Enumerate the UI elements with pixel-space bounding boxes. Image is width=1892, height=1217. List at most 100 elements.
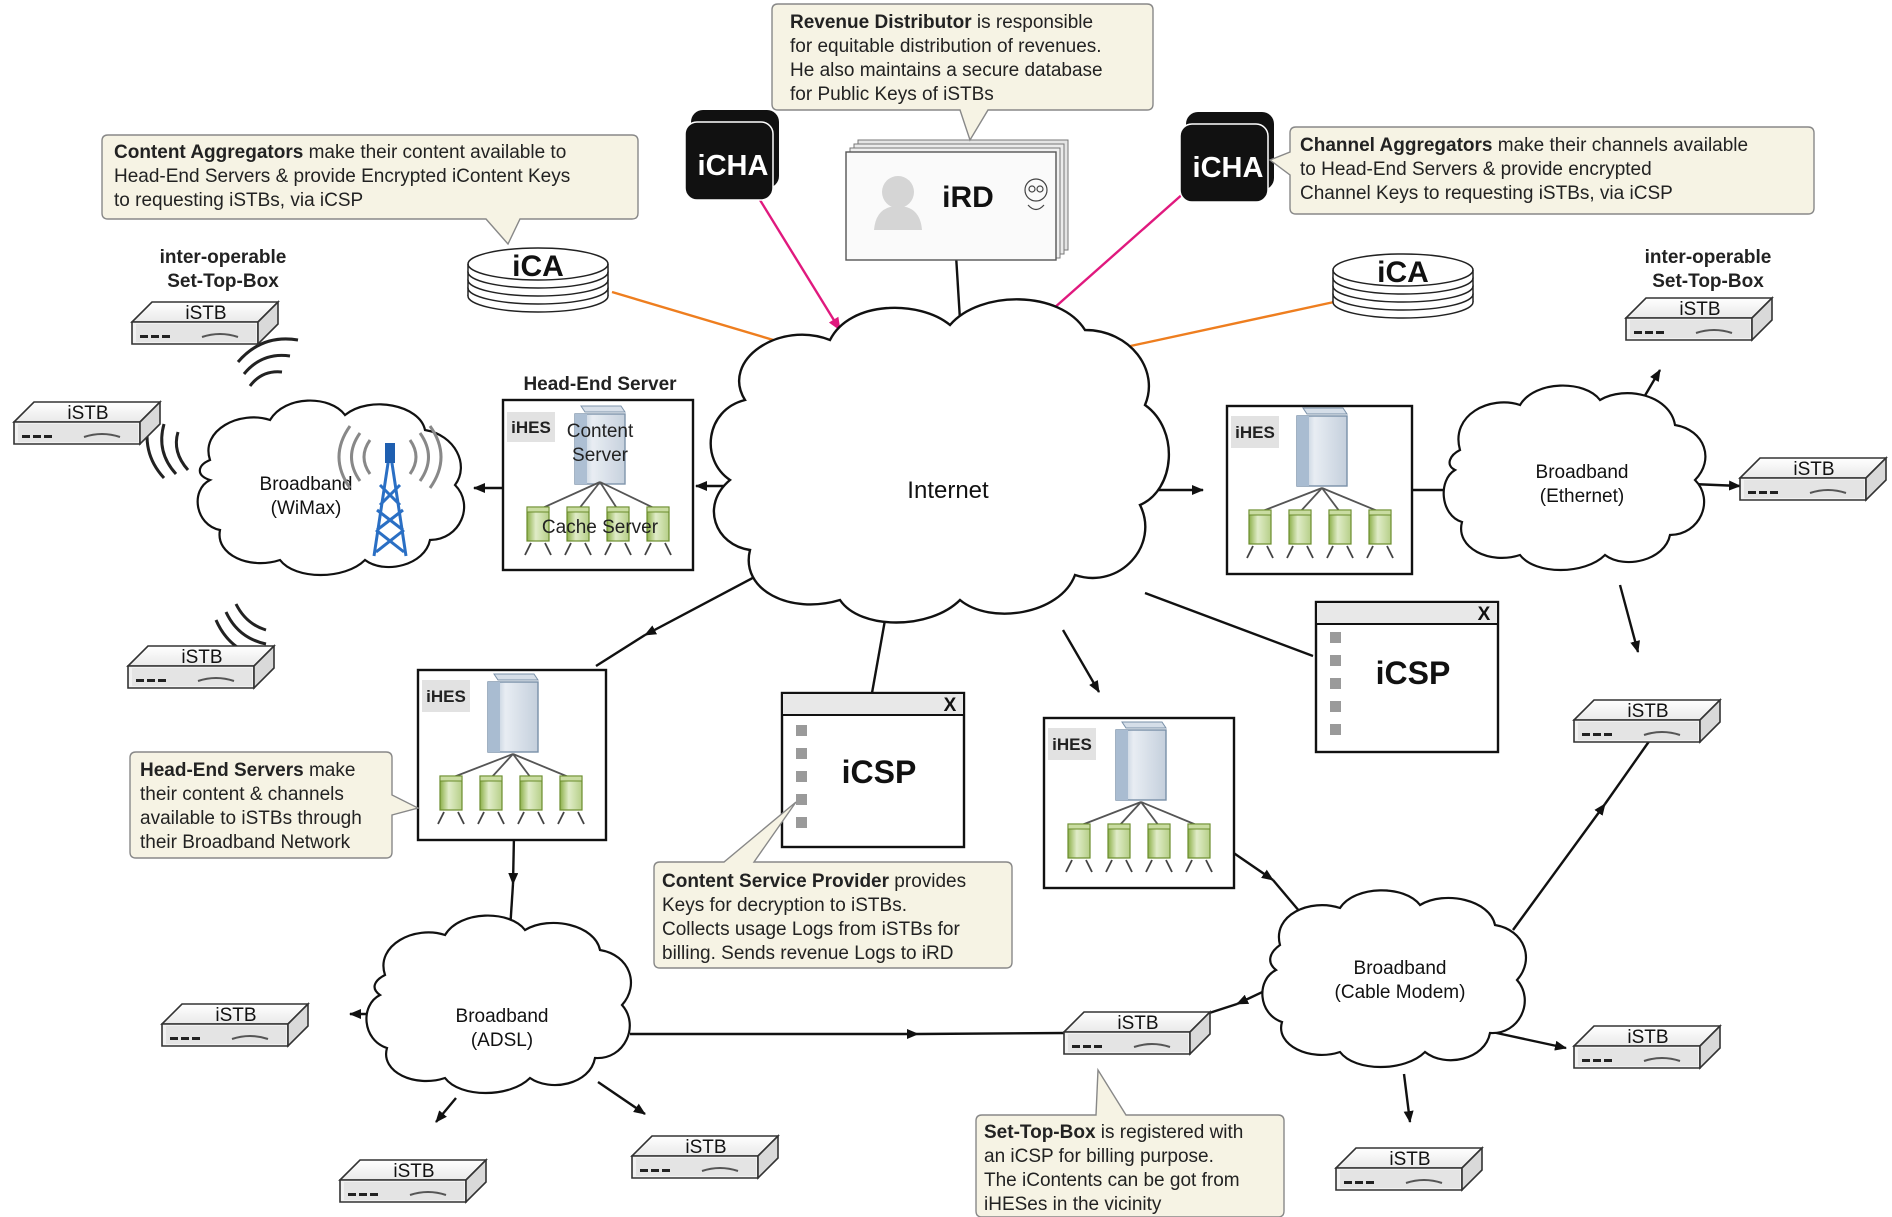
istb-label: iSTB (181, 647, 222, 668)
revenue-distributor-line4: for Public Keys of iSTBs (790, 84, 994, 105)
istb-label: iSTB (1627, 701, 1668, 722)
hes-bottom-right-label: iHES (1052, 735, 1092, 754)
channel-aggregators-title: Channel Aggregators (1300, 135, 1493, 156)
head-end-servers-line2: their content & channels (140, 784, 344, 805)
ird-label: iRD (942, 181, 994, 214)
content-service-provider-line1: provides (889, 871, 966, 892)
channel-aggregators-line1: make their channels available (1493, 135, 1749, 156)
wimax-label-line2: (WiMax) (271, 498, 342, 519)
istb-device: iSTB (161, 1003, 309, 1047)
content-service-provider-line4: billing. Sends revenue Logs to iRD (662, 943, 954, 964)
set-top-box-line4: iHESes in the vicinity (984, 1194, 1162, 1215)
hes-left-label: iHES (511, 418, 551, 437)
cable-label-line2: (Cable Modem) (1335, 982, 1466, 1003)
content-service-provider-line2: Keys for decryption to iSTBs. (662, 895, 907, 916)
icha-left: iCHA (684, 109, 780, 201)
istb-device: iSTB (1625, 297, 1773, 341)
head-end-servers-line1: make (304, 760, 356, 781)
icsp-window-middle[interactable]: X iCSP (780, 691, 966, 849)
istb-device: iSTB (131, 301, 279, 345)
istb-device: iSTB (127, 645, 275, 689)
callout-head-end-servers: Head-End Servers make their content & ch… (129, 751, 420, 859)
hes-right-label: iHES (1235, 423, 1275, 442)
channel-aggregators-line3: Channel Keys to requesting iSTBs, via iC… (1300, 183, 1673, 204)
cable-modem-cloud: Broadband (Cable Modem) (1261, 889, 1527, 1068)
svg-text:Content Aggregators make their: Content Aggregators make their content a… (114, 142, 566, 163)
istb-device: iSTB (1335, 1147, 1483, 1191)
content-aggregators-line3: to requesting iSTBs, via iCSP (114, 190, 363, 211)
content-server-label-line1: Content (567, 421, 634, 442)
revenue-distributor-line2: for equitable distribution of revenues. (790, 36, 1102, 57)
svg-text:Revenue Distributor is respons: Revenue Distributor is responsible (790, 12, 1093, 33)
content-aggregators-title: Content Aggregators (114, 142, 303, 163)
cable-label-line1: Broadband (1354, 958, 1447, 979)
wimax-label-line1: Broadband (260, 474, 353, 495)
istb-label: iSTB (215, 1005, 256, 1026)
ica-left: iCA (467, 247, 609, 313)
hes-bottom-right: iHES (1042, 716, 1236, 890)
cache-server-label: Cache Server (542, 517, 659, 538)
istb-label: iSTB (1627, 1027, 1668, 1048)
adsl-label-line2: (ADSL) (471, 1030, 533, 1051)
head-end-server-title: Head-End Server (523, 374, 677, 395)
wimax-tower-icon (337, 425, 443, 557)
icha-right-label: iCHA (1193, 152, 1264, 184)
callout-content-service-provider: Content Service Provider provides Keys f… (653, 801, 1013, 969)
istb-label: iSTB (685, 1137, 726, 1158)
istb-device: iSTB (1573, 699, 1721, 743)
istb-label: iSTB (67, 403, 108, 424)
set-top-box-line3: The iContents can be got from (984, 1170, 1240, 1191)
istb-device: iSTB (1739, 457, 1887, 501)
ica-right-label: iCA (1377, 256, 1429, 289)
internet-label: Internet (907, 477, 989, 504)
icsp-right-close-button[interactable]: X (1478, 604, 1491, 625)
hes-left: iHES Content Server Cache Server (501, 398, 695, 572)
ethernet-label-line1: Broadband (1536, 462, 1629, 483)
icsp-middle-label: iCSP (842, 754, 917, 790)
person-silhouette-icon (874, 176, 922, 230)
revenue-distributor-line3: He also maintains a secure database (790, 60, 1103, 81)
istb-label: iSTB (1679, 299, 1720, 320)
set-top-box-line1: is registered with (1096, 1122, 1244, 1143)
istb-device: iSTB (339, 1159, 487, 1203)
istb-label: iSTB (1389, 1149, 1430, 1170)
head-end-servers-title: Head-End Servers (140, 760, 304, 781)
istb-device: iSTB (13, 401, 161, 445)
adsl-cloud: Broadband (ADSL) (365, 914, 632, 1094)
icsp-middle-close-button[interactable]: X (944, 695, 957, 716)
head-end-servers-line3: available to iSTBs through (140, 808, 362, 829)
revenue-distributor-line1: is responsible (972, 12, 1093, 33)
svg-text:Channel Aggregators make their: Channel Aggregators make their channels … (1300, 135, 1748, 156)
istb-label: iSTB (1793, 459, 1834, 480)
set-top-box-line2: an iCSP for billing purpose. (984, 1146, 1214, 1167)
stb-heading-right-line1: inter-operable (1645, 247, 1772, 268)
istb-label: iSTB (393, 1161, 434, 1182)
icha-left-label: iCHA (698, 150, 769, 182)
hes-bottom-left: iHES (416, 668, 608, 842)
stb-heading-left-line2: Set-Top-Box (167, 271, 279, 292)
callout-revenue-distributor: Revenue Distributor is responsible for e… (771, 3, 1154, 142)
revenue-distributor-title: Revenue Distributor (790, 12, 972, 33)
callout-set-top-box: Set-Top-Box is registered with an iCSP f… (975, 1067, 1285, 1217)
wimax-cloud: Broadband (WiMax) (196, 399, 466, 576)
content-service-provider-title: Content Service Provider (662, 871, 890, 892)
istb-device: iSTB (1573, 1025, 1721, 1069)
istb-label: iSTB (1117, 1013, 1158, 1034)
set-top-box-title: Set-Top-Box (984, 1122, 1096, 1143)
callout-channel-aggregators: Channel Aggregators make their channels … (1268, 126, 1815, 215)
svg-text:Content Service Provider provi: Content Service Provider provides (662, 871, 966, 892)
icsp-right-label: iCSP (1376, 655, 1451, 691)
icsp-window-right[interactable]: X iCSP (1314, 600, 1500, 754)
svg-text:Set-Top-Box is registered with: Set-Top-Box is registered with (984, 1122, 1243, 1143)
content-server-label-line2: Server (572, 445, 629, 466)
head-end-servers-line4: their Broadband Network (140, 832, 351, 853)
hes-bottom-left-label: iHES (426, 687, 466, 706)
ethernet-label-line2: (Ethernet) (1540, 486, 1624, 507)
internet-cloud: Internet (709, 298, 1170, 624)
adsl-label-line1: Broadband (456, 1006, 549, 1027)
content-aggregators-line1: make their content available to (303, 142, 566, 163)
istb-label: iSTB (185, 303, 226, 324)
user-face-icon (1024, 178, 1048, 211)
istb-device: iSTB (1063, 1011, 1211, 1055)
